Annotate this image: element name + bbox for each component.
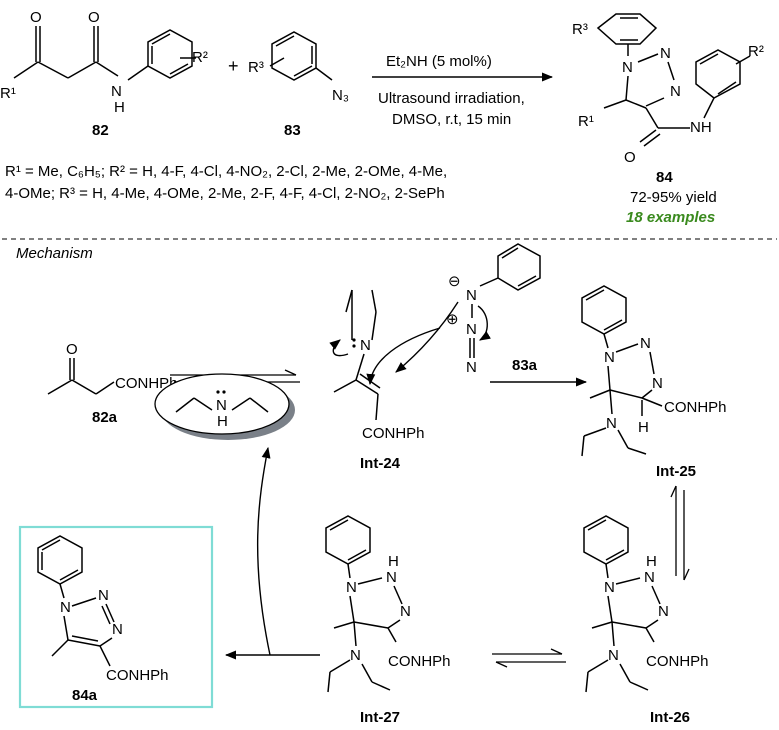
int-27-label: Int-27	[360, 709, 400, 726]
atom-n1: N	[60, 599, 71, 616]
mechanism-title: Mechanism	[16, 245, 93, 262]
int-27-structure: N N H N CONHPh N Int-27	[325, 515, 451, 726]
r1-label: R¹	[578, 113, 594, 130]
atom-n: N	[608, 647, 619, 664]
r2-label: R²	[192, 49, 208, 66]
conhph-label: CONHPh	[362, 425, 425, 442]
reactant-82-structure: O R¹ O N H R² 82	[0, 9, 208, 139]
atom-o: O	[30, 9, 42, 26]
atom-n3: N	[658, 603, 669, 620]
r1-label: R¹	[0, 85, 16, 102]
atom-nh-h: H	[646, 553, 657, 570]
atom-nh-h: H	[388, 553, 399, 570]
conhph-label: CONHPh	[646, 653, 709, 670]
atom-n: N	[466, 287, 477, 304]
int-25-label: Int-25	[656, 463, 696, 480]
atom-n1: N	[346, 579, 357, 596]
conhph-label: CONHPh	[115, 375, 178, 392]
reactant-83-structure: R³ N₃ 83	[248, 31, 349, 139]
int-26-structure: N N H N CONHPh N Int-26	[583, 515, 709, 726]
product-84-structure: R³ N N N R¹ O NH R² 84	[572, 13, 764, 186]
atom-nh-n: N	[386, 569, 397, 586]
atom-o: O	[624, 149, 636, 166]
conhph-label: CONHPh	[388, 653, 451, 670]
product-84-label: 84	[656, 169, 673, 186]
r2-label: R²	[748, 43, 764, 60]
atom-n: N	[466, 321, 477, 338]
catalyst-diethylamine: N H	[154, 373, 295, 440]
int-equilibrium-arrows	[492, 648, 566, 668]
atom-n2: N	[640, 335, 651, 352]
atom-n3: N	[670, 83, 681, 100]
yield-text: 72-95% yield	[630, 189, 717, 206]
substituent-list-line1: R¹ = Me, C₆H₅; R² = H, 4-F, 4-Cl, 4-NO₂,…	[5, 163, 447, 180]
r3-label: R³	[572, 21, 588, 38]
int-24-structure: N CONHPh Int-24	[329, 289, 441, 472]
atom-nh: NH	[690, 119, 712, 136]
atom-n: N	[606, 415, 617, 432]
atom-n: N	[350, 647, 361, 664]
conhph-label: CONHPh	[664, 399, 727, 416]
atom-n: N	[216, 397, 227, 414]
reactant-83-label: 83	[284, 122, 301, 139]
atom-h: H	[217, 413, 228, 430]
r3-label: R³	[248, 59, 264, 76]
reactant-82-label: 82	[92, 122, 109, 139]
int-26-label: Int-26	[650, 709, 690, 726]
catalyst-regeneration-arrow	[256, 446, 271, 656]
atom-n1: N	[604, 349, 615, 366]
atom-nh-n: N	[644, 569, 655, 586]
examples-count: 18 examples	[626, 209, 715, 226]
int-24-label: Int-24	[360, 455, 401, 472]
compound-82a-label: 82a	[92, 409, 118, 426]
atom-n2: N	[660, 45, 671, 62]
plus-charge: ⊕	[446, 311, 459, 328]
atom-nh-h: H	[114, 99, 125, 116]
atom-n1: N	[604, 579, 615, 596]
atom-o: O	[66, 341, 78, 358]
conhph-label: CONHPh	[106, 667, 169, 684]
atom-n3: N	[112, 621, 123, 638]
atom-n1: N	[622, 59, 633, 76]
azide-label: N₃	[332, 87, 349, 104]
condition-activation: Ultrasound irradiation,	[378, 90, 525, 107]
compound-82a-structure: O CONHPh 82a	[47, 341, 178, 426]
int-25-structure: N N N CONHPh H N Int-25	[581, 285, 727, 480]
condition-solvent: DMSO, r.t, 15 min	[392, 111, 511, 128]
product-84a-label: 84a	[72, 687, 98, 704]
atom-n3: N	[652, 375, 663, 392]
azide-83a-structure: ⊖ N ⊕ N N	[395, 243, 541, 376]
atom-n2: N	[98, 587, 109, 604]
atom-n: N	[466, 359, 477, 376]
minus-charge: ⊖	[448, 273, 461, 290]
condition-catalyst: Et₂NH (5 mol%)	[386, 53, 492, 70]
azide-83a-label: 83a	[512, 357, 538, 374]
atom-o: O	[88, 9, 100, 26]
atom-n3: N	[400, 603, 411, 620]
atom-n: N	[360, 337, 371, 354]
substituent-list-line2: 4-OMe; R³ = H, 4-Me, 4-OMe, 2-Me, 2-F, 4…	[5, 185, 445, 202]
atom-nh-n: N	[111, 83, 122, 100]
atom-h: H	[638, 419, 649, 436]
product-84a-box: N N N CONHPh 84a	[18, 525, 214, 709]
plus-sign: +	[228, 56, 239, 76]
tautomer-equilibrium-arrows	[670, 485, 690, 581]
